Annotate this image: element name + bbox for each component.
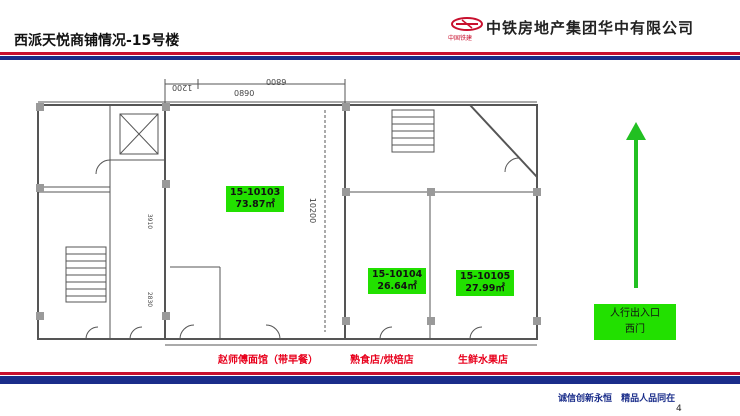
arrow-up-icon bbox=[626, 122, 646, 288]
shop-name-10104: 熟食店/烘焙店 bbox=[350, 355, 414, 366]
shop-id: 15-10105 bbox=[460, 271, 511, 282]
floor-plan bbox=[36, 79, 541, 346]
shop-area-box-10104: 15-10104 26.64㎡ bbox=[368, 268, 427, 294]
footer-stripe-blue bbox=[0, 376, 740, 384]
footer-stripe-red bbox=[0, 372, 740, 375]
pedestrian-entrance-box: 人行出入口 西门 bbox=[594, 304, 676, 340]
entrance-gate-label: 西门 bbox=[625, 324, 645, 335]
dimension-vertical-left-2: 2830 bbox=[146, 291, 154, 308]
shop-name-10105: 生鲜水果店 bbox=[458, 355, 508, 366]
dimension-top-right: 6800 bbox=[266, 77, 287, 86]
header-stripe-red bbox=[0, 52, 740, 55]
dimension-vertical-left-1: 3910 bbox=[146, 213, 154, 230]
dimension-inner-top: 0890 bbox=[234, 89, 255, 98]
shop-id: 15-10103 bbox=[230, 187, 281, 198]
page-title: 西派天悦商铺情况-15号楼 bbox=[14, 33, 180, 49]
shop-area-box-10103: 15-10103 73.87㎡ bbox=[226, 186, 285, 212]
logo-caption: 中国铁建 bbox=[448, 35, 473, 42]
shop-name-10103: 赵师傅面馆（带早餐） bbox=[218, 355, 318, 366]
header-stripe-blue bbox=[0, 56, 740, 60]
shop-id: 15-10104 bbox=[372, 269, 423, 280]
entrance-label: 人行出入口 bbox=[610, 308, 660, 319]
shop-area: 73.87㎡ bbox=[235, 199, 275, 210]
shop-area: 27.99㎡ bbox=[465, 283, 505, 294]
footer-slogan: 诚信创新永恒 精品人品同在 bbox=[558, 394, 676, 404]
company-name: 中铁房地产集团华中有限公司 bbox=[486, 19, 695, 37]
page-number: 4 bbox=[676, 404, 682, 414]
shop-area: 26.64㎡ bbox=[377, 281, 417, 292]
shop-area-box-10105: 15-10105 27.99㎡ bbox=[456, 270, 515, 296]
company-logo-icon bbox=[451, 17, 483, 31]
dimension-vertical-right: 10200 bbox=[308, 197, 318, 224]
dimension-top-left: 1200 bbox=[172, 83, 193, 92]
